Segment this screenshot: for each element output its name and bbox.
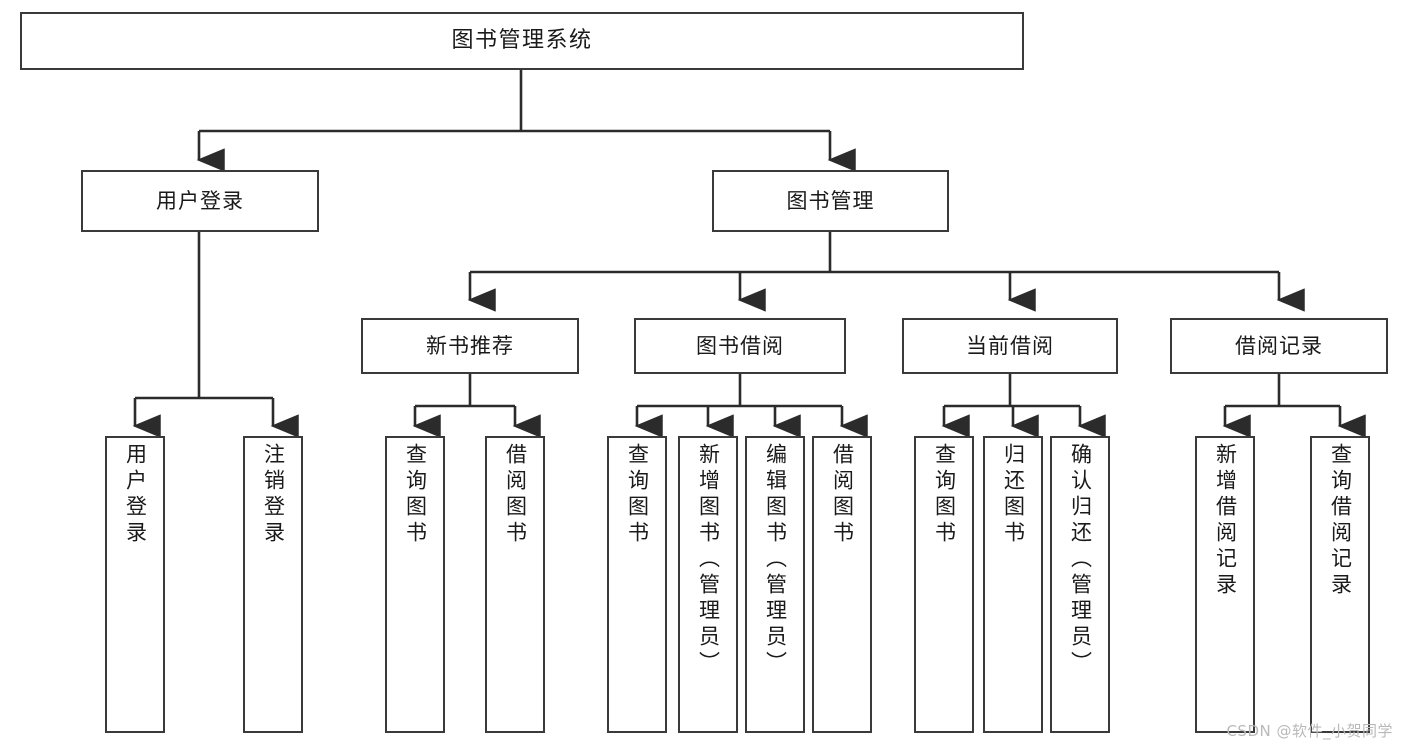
node-user-login-label: 用户登录 xyxy=(156,188,244,213)
leaf-user-login-login[interactable]: 用户登录 xyxy=(105,436,165,733)
leaf-current-borrow-confirm-label: 确认归还（管理员） xyxy=(1068,443,1093,677)
csdn-watermark: CSDN @软件_小贺同学 xyxy=(1226,722,1393,740)
leaf-borrow-record-add-label: 新增借阅记录 xyxy=(1213,443,1238,599)
node-book-management[interactable]: 图书管理 xyxy=(712,170,949,232)
leaf-current-borrow-return-label: 归还图书 xyxy=(1001,443,1026,547)
leaf-book-borrow-add[interactable]: 新增图书（管理员） xyxy=(678,436,738,733)
leaf-book-borrow-query[interactable]: 查询图书 xyxy=(607,436,667,733)
node-borrow-record[interactable]: 借阅记录 xyxy=(1170,318,1388,374)
leaf-book-borrow-borrow-label: 借阅图书 xyxy=(830,443,855,547)
leaf-user-login-logout[interactable]: 注销登录 xyxy=(243,436,303,733)
leaf-user-login-login-label: 用户登录 xyxy=(123,443,148,547)
leaf-new-book-borrow[interactable]: 借阅图书 xyxy=(485,436,545,733)
leaf-borrow-record-query-label: 查询借阅记录 xyxy=(1328,443,1353,599)
node-new-book-recommend-label: 新书推荐 xyxy=(426,333,514,358)
leaf-new-book-borrow-label: 借阅图书 xyxy=(503,443,528,547)
leaf-current-borrow-query-label: 查询图书 xyxy=(932,443,957,547)
leaf-book-borrow-edit[interactable]: 编辑图书（管理员） xyxy=(745,436,805,733)
leaf-current-borrow-confirm[interactable]: 确认归还（管理员） xyxy=(1050,436,1110,733)
leaf-book-borrow-add-label: 新增图书（管理员） xyxy=(696,443,721,677)
leaf-book-borrow-query-label: 查询图书 xyxy=(625,443,650,547)
node-user-login[interactable]: 用户登录 xyxy=(81,170,319,232)
leaf-current-borrow-query[interactable]: 查询图书 xyxy=(914,436,974,733)
leaf-new-book-query-label: 查询图书 xyxy=(403,443,428,547)
leaf-new-book-query[interactable]: 查询图书 xyxy=(385,436,445,733)
node-root[interactable]: 图书管理系统 xyxy=(20,12,1024,70)
node-current-borrow[interactable]: 当前借阅 xyxy=(902,318,1118,374)
leaf-current-borrow-return[interactable]: 归还图书 xyxy=(983,436,1043,733)
node-borrow-record-label: 借阅记录 xyxy=(1235,333,1323,358)
node-new-book-recommend[interactable]: 新书推荐 xyxy=(361,318,579,374)
leaf-borrow-record-add[interactable]: 新增借阅记录 xyxy=(1195,436,1255,733)
node-book-borrow-label: 图书借阅 xyxy=(696,333,784,358)
node-root-label: 图书管理系统 xyxy=(451,28,593,54)
node-book-management-label: 图书管理 xyxy=(786,188,875,213)
leaf-user-login-logout-label: 注销登录 xyxy=(261,443,286,547)
leaf-borrow-record-query[interactable]: 查询借阅记录 xyxy=(1310,436,1370,733)
leaf-book-borrow-edit-label: 编辑图书（管理员） xyxy=(763,443,788,677)
leaf-book-borrow-borrow[interactable]: 借阅图书 xyxy=(812,436,872,733)
node-current-borrow-label: 当前借阅 xyxy=(966,333,1054,358)
node-book-borrow[interactable]: 图书借阅 xyxy=(634,318,846,374)
